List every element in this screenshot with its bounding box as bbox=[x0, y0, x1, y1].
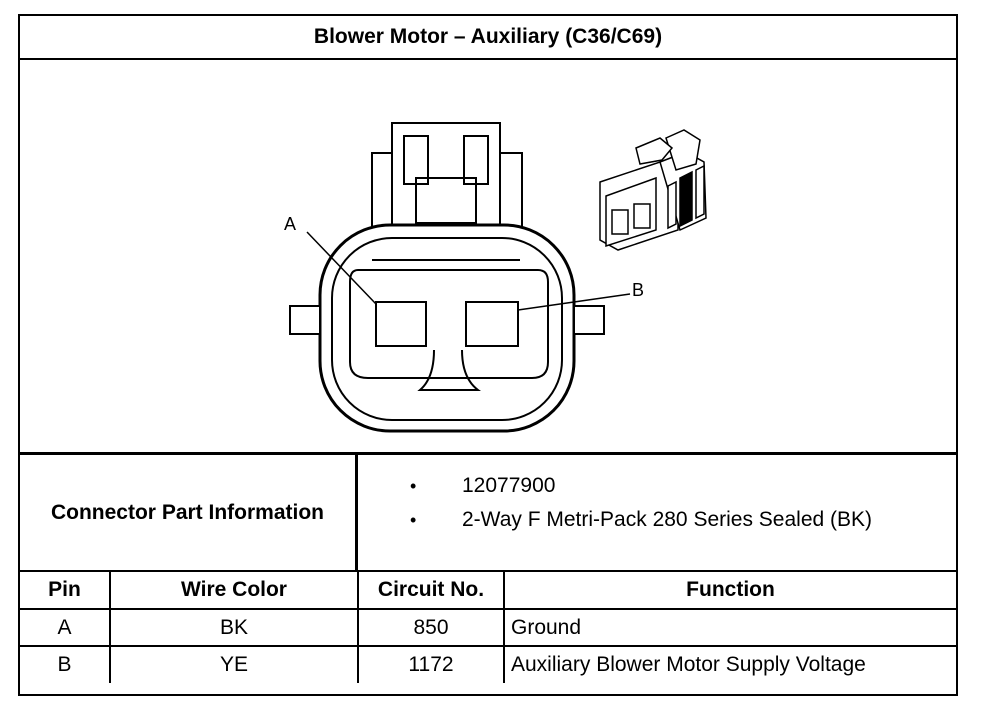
cell-wire-color: YE bbox=[109, 645, 359, 683]
bullet-icon: • bbox=[410, 476, 417, 496]
sheet-title: Blower Motor – Auxiliary (C36/C69) bbox=[20, 16, 956, 60]
connector-sheet: Blower Motor – Auxiliary (C36/C69) bbox=[18, 14, 958, 696]
header-pin: Pin bbox=[20, 572, 111, 610]
table-row: A BK 850 Ground bbox=[20, 608, 956, 647]
header-function: Function bbox=[503, 572, 956, 610]
connector-info-list: • 12077900 • 2-Way F Metri-Pack 280 Seri… bbox=[410, 469, 872, 537]
cell-circuit-no: 850 bbox=[357, 608, 505, 647]
connector-isometric-icon bbox=[599, 129, 707, 251]
list-item: • 12077900 bbox=[410, 469, 872, 503]
cell-wire-color: BK bbox=[109, 608, 359, 647]
cell-function: Ground bbox=[503, 608, 956, 647]
header-circuit-no: Circuit No. bbox=[357, 572, 505, 610]
cell-pin: B bbox=[20, 645, 111, 683]
pin-label-b: B bbox=[632, 280, 645, 300]
cell-pin: A bbox=[20, 608, 111, 647]
header-wire-color: Wire Color bbox=[109, 572, 359, 610]
pin-label-a: A bbox=[284, 214, 297, 234]
part-number: 12077900 bbox=[462, 474, 556, 497]
table-row: B YE 1172 Auxiliary Blower Motor Supply … bbox=[20, 645, 956, 683]
bullet-icon: • bbox=[410, 510, 417, 530]
connector-info-label: Connector Part Information bbox=[20, 455, 358, 570]
connector-part-information: Connector Part Information • 12077900 • … bbox=[20, 452, 956, 572]
cell-circuit-no: 1172 bbox=[357, 645, 505, 683]
connector-front-icon bbox=[289, 122, 631, 433]
table-header-row: Pin Wire Color Circuit No. Function bbox=[20, 572, 956, 610]
list-item: • 2-Way F Metri-Pack 280 Series Sealed (… bbox=[410, 503, 872, 537]
cell-function: Auxiliary Blower Motor Supply Voltage bbox=[503, 645, 956, 683]
pin-table: Pin Wire Color Circuit No. Function A BK… bbox=[20, 572, 956, 683]
connector-description: 2-Way F Metri-Pack 280 Series Sealed (BK… bbox=[462, 508, 873, 531]
connector-diagram: A B bbox=[20, 60, 956, 454]
